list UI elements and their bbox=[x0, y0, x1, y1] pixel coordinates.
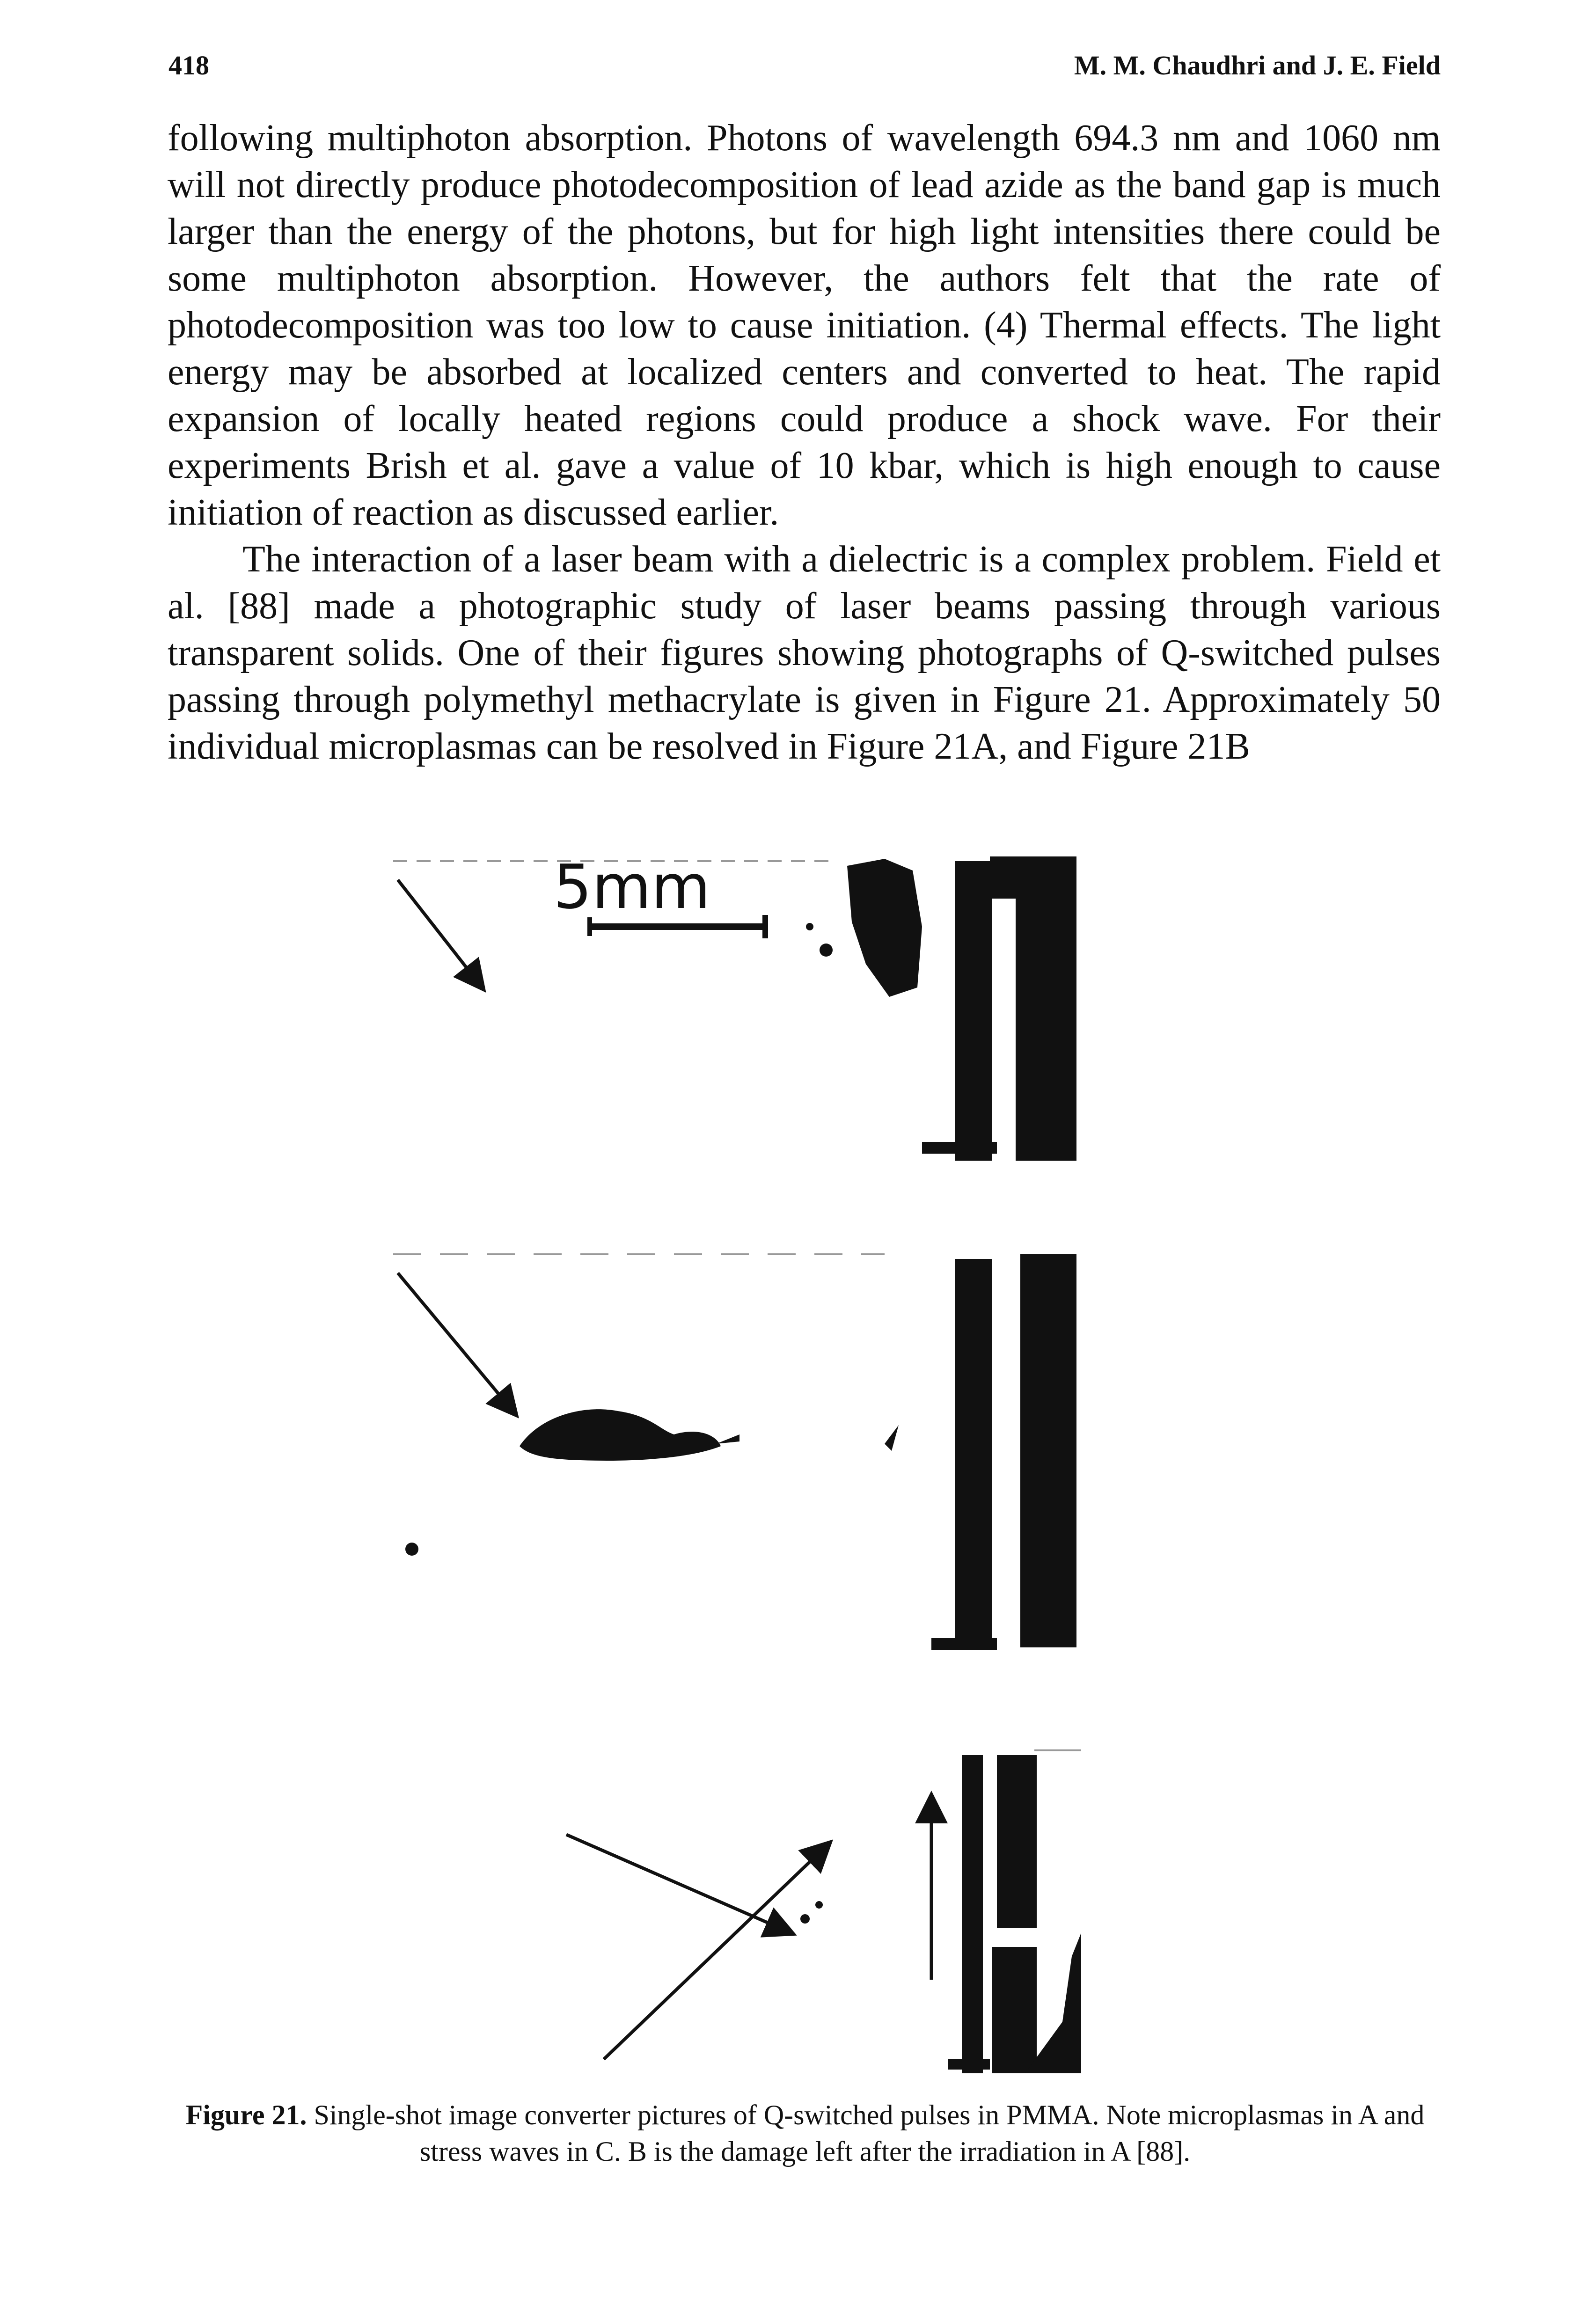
running-head: M. M. Chaudhri and J. E. Field bbox=[1074, 50, 1441, 80]
damage-site bbox=[520, 1409, 721, 1461]
panel-a: 5mm bbox=[393, 851, 1076, 1161]
arrow-b bbox=[396, 1272, 519, 1419]
panel-b bbox=[393, 1253, 1076, 1650]
arrow-c-1 bbox=[565, 1833, 797, 1938]
sample-edge-b bbox=[955, 1259, 992, 1647]
caption-label: Figure 21. bbox=[185, 2099, 307, 2130]
stress-wave-region bbox=[1025, 1933, 1081, 2073]
caption-text: Single-shot image converter pictures of … bbox=[314, 2099, 1425, 2167]
sample-edge-a bbox=[955, 861, 992, 1161]
figure-caption: Figure 21. Single-shot image converter p… bbox=[168, 2097, 1442, 2170]
scale-label: 5mm bbox=[553, 851, 710, 922]
body-text: following multiphoton absorption. Photon… bbox=[168, 115, 1441, 770]
panel-c bbox=[565, 1749, 1081, 2073]
arrow-c-2 bbox=[602, 1839, 834, 2061]
paragraph-2: The interaction of a laser beam with a d… bbox=[168, 539, 1441, 767]
figure-21-image: 5mm bbox=[393, 851, 1081, 2073]
figure-21: 5mm bbox=[370, 842, 1250, 2073]
sample-edge-c bbox=[962, 1755, 983, 2073]
paragraph-1: following multiphoton absorption. Photon… bbox=[168, 117, 1441, 533]
arrow-a bbox=[396, 878, 486, 993]
page-number: 418 bbox=[168, 50, 209, 80]
